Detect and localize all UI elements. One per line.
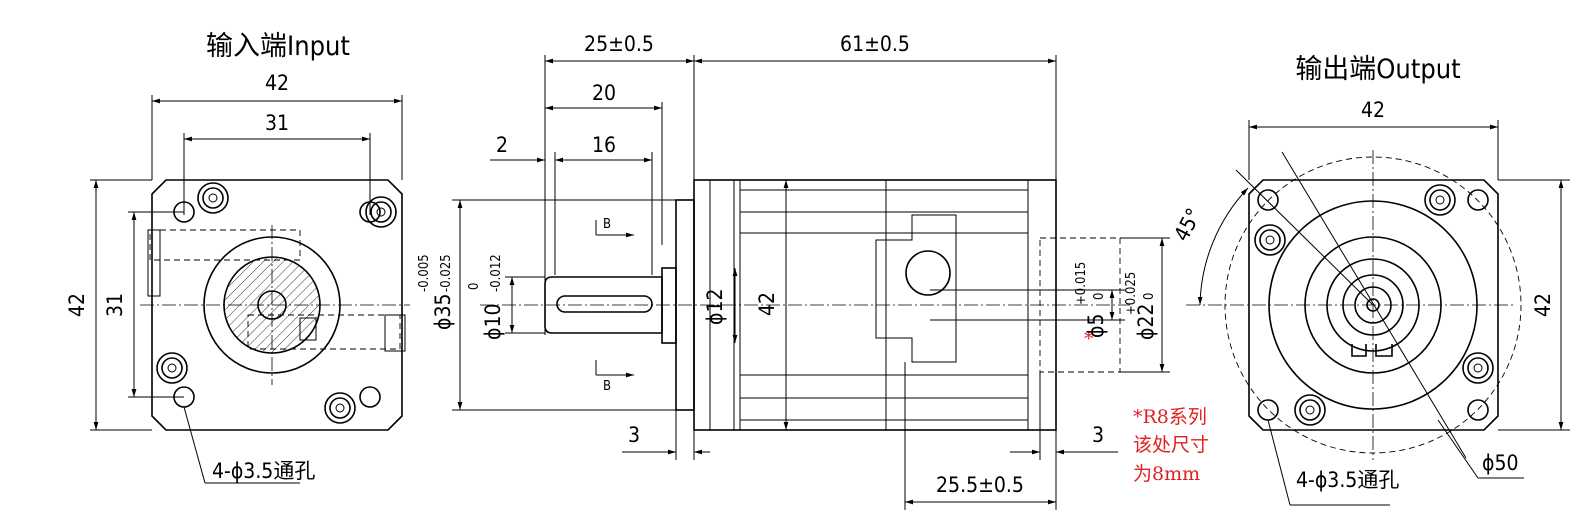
note-line-2: 该处尺寸	[1133, 434, 1209, 456]
input-holes-leader	[183, 406, 206, 484]
output-flange-outline	[1248, 179, 1499, 431]
side-dim-20: 20	[592, 81, 616, 105]
input-clamp-head	[147, 229, 161, 297]
output-dia-50: ϕ50	[1482, 451, 1519, 475]
output-screw	[1462, 352, 1494, 384]
side-dim-42: 42	[755, 292, 779, 316]
input-screw	[156, 352, 188, 384]
output-screw	[1254, 224, 1286, 256]
output-shaft-outline	[875, 214, 957, 363]
section-b-top: B	[603, 217, 611, 232]
output-mount-hole	[1467, 189, 1489, 211]
output-diagonal	[1281, 151, 1467, 459]
dia-22: ϕ22	[1134, 304, 1158, 341]
input-mount-hole	[359, 386, 381, 408]
section-b-bottom: B	[603, 379, 611, 394]
output-view: 输出端Output 42 42 45°	[1169, 54, 1570, 506]
shaft-collar	[661, 267, 677, 344]
side-dim-25: 25±0.5	[584, 32, 654, 56]
output-mount-hole	[1467, 399, 1489, 421]
side-dim-2: 2	[496, 133, 508, 157]
dia-22-tol-lower: 0	[1142, 293, 1157, 300]
input-dim-42-left: 42	[65, 293, 89, 317]
input-clamp-screw-top	[149, 229, 301, 261]
dia-35: ϕ35	[431, 294, 455, 331]
dia-35-tol-upper: -0.005	[417, 254, 432, 292]
input-dim-31-left: 31	[103, 293, 127, 317]
dia-5-tol-lower: 0	[1092, 293, 1107, 300]
side-dim-61: 61±0.5	[840, 32, 910, 56]
input-mount-hole	[173, 201, 195, 223]
output-mount-hole	[1257, 399, 1279, 421]
input-screw	[324, 392, 356, 424]
output-angle: 45°	[1169, 204, 1206, 245]
input-flange-outline	[151, 179, 403, 431]
dia-12: ϕ12	[703, 289, 727, 326]
input-holes-label: 4-ϕ3.5通孔	[212, 459, 315, 483]
dia-10-tol-upper: 0	[467, 283, 482, 290]
dia-10-tol-lower: -0.012	[489, 254, 504, 292]
output-key-tab	[1351, 344, 1393, 357]
output-phi50-leader	[1437, 419, 1479, 479]
output-screw	[1294, 394, 1326, 426]
output-dim-42-right: 42	[1531, 293, 1555, 317]
output-angle-arc	[1197, 187, 1249, 306]
input-dim-42-top: 42	[265, 71, 289, 95]
input-clamp-head	[384, 314, 406, 352]
input-clamp-screw-bottom	[247, 314, 401, 350]
output-screw	[1424, 184, 1456, 216]
note-line-1: *R8系列	[1133, 406, 1207, 428]
output-ring-mid	[1304, 236, 1442, 374]
dia-35-tol-lower: -0.025	[439, 254, 454, 292]
side-dim-3-left: 3	[628, 423, 640, 447]
shaft-keyway	[556, 295, 653, 313]
dia-5-tol-upper: +0.015	[1074, 262, 1089, 305]
output-mount-hole	[1257, 189, 1279, 211]
side-dim-16: 16	[592, 133, 616, 157]
output-holes-leader	[1267, 419, 1291, 506]
input-shaft	[544, 276, 663, 334]
dia-5-marker: *	[1084, 328, 1094, 350]
dia-22-tol-upper: +0.025	[1124, 272, 1139, 315]
side-view: 25±0.5 61±0.5 20 16 2	[417, 32, 1209, 510]
input-view-title: 输入端Input	[206, 31, 350, 62]
output-ring-outer	[1268, 200, 1478, 410]
output-shaft-key-hole	[905, 250, 951, 296]
input-clamp-nut	[299, 317, 317, 341]
dia-10: ϕ10	[481, 304, 505, 341]
output-dim-42-top: 42	[1361, 98, 1385, 122]
dia-5: ϕ5	[1084, 314, 1108, 338]
input-view: 输入端Input 42 31 42 31	[65, 31, 410, 484]
output-shaft-center	[1366, 298, 1380, 312]
output-ring-inner	[1326, 258, 1420, 352]
input-dim-31-top: 31	[265, 111, 289, 135]
input-screw	[197, 182, 229, 214]
note-line-3: 为8mm	[1133, 463, 1200, 485]
side-dim-3-right: 3	[1092, 423, 1104, 447]
side-dim-25-5: 25.5±0.5	[936, 473, 1024, 497]
output-angle-line	[1235, 169, 1374, 306]
input-screw	[365, 196, 397, 228]
output-view-title: 输出端Output	[1295, 54, 1460, 85]
output-shaft-outer	[1342, 274, 1404, 336]
output-holes-label: 4-ϕ3.5通孔	[1296, 468, 1399, 492]
output-shaft	[1354, 286, 1392, 324]
